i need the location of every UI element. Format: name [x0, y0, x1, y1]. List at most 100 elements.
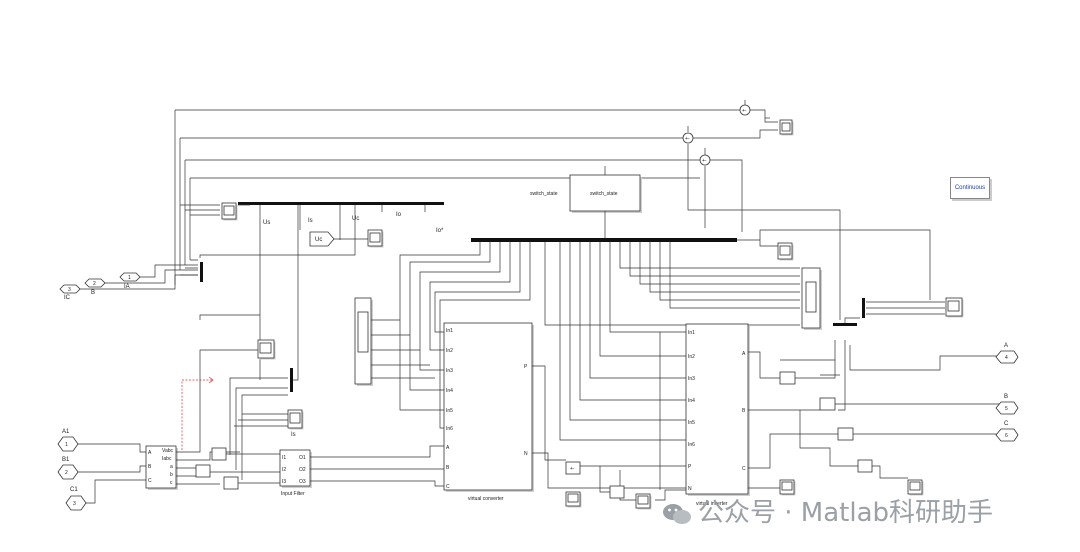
svg-text:P: P — [524, 364, 528, 370]
inport-ia[interactable]: 1 — [119, 272, 141, 282]
svg-text:In2: In2 — [446, 348, 453, 354]
mux-output-2 — [862, 298, 865, 318]
svg-text:O2: O2 — [299, 467, 306, 473]
svg-text:6: 6 — [1005, 433, 1008, 439]
svg-text:switch_state: switch_state — [530, 191, 558, 197]
dc-link-wiring — [532, 332, 686, 501]
virtual-converter-label: virtual converter — [468, 496, 504, 502]
switch-bus-fanout — [399, 242, 800, 441]
inport-c1[interactable]: 3 — [65, 495, 87, 511]
sum-block-2[interactable]: +- — [682, 132, 694, 144]
output-wiring — [748, 229, 1001, 479]
svg-text:Iabc: Iabc — [162, 456, 172, 462]
svg-text:Vabc: Vabc — [162, 448, 174, 454]
svg-text:N: N — [688, 486, 692, 492]
uc-goto-block[interactable]: Uc — [309, 231, 335, 247]
svg-text:a: a — [170, 464, 173, 470]
bus-label-io-ref: Io* — [436, 228, 444, 234]
out-meter-b[interactable] — [819, 397, 836, 411]
svg-text:+-: +- — [742, 108, 747, 114]
top-wiring — [174, 100, 841, 320]
svg-text:3: 3 — [73, 501, 76, 507]
svg-text:I3: I3 — [282, 479, 286, 485]
three-phase-measurement[interactable]: A B C Vabc Iabc a b c — [145, 445, 178, 490]
out-meter-d[interactable] — [857, 459, 873, 473]
out-meter-a[interactable] — [779, 371, 796, 385]
svg-text:+-: +- — [702, 158, 707, 164]
svg-text:O3: O3 — [299, 479, 306, 485]
scope-top-right[interactable] — [779, 119, 794, 136]
red-dashed-signal — [181, 379, 212, 450]
sum-block-1[interactable]: +- — [739, 104, 751, 116]
scope-uc[interactable] — [367, 229, 384, 248]
virtual-inverter-block[interactable]: In1 In2 In3 In4 In5 In6 P N A B C — [685, 323, 750, 496]
meter-small-3[interactable] — [223, 476, 239, 490]
svg-text:B: B — [91, 290, 95, 296]
switching-bus — [471, 238, 737, 242]
scope-output-right[interactable] — [945, 297, 964, 318]
outport-b[interactable]: 5 — [995, 401, 1019, 415]
switch-state-block[interactable]: switch_state — [569, 174, 642, 213]
inport-ic[interactable]: 3 — [59, 284, 81, 294]
svg-text:3: 3 — [68, 287, 71, 293]
inport-b1[interactable]: 2 — [57, 464, 79, 480]
scope-out-bottom[interactable] — [907, 479, 924, 496]
scope-dc-1[interactable] — [565, 491, 582, 508]
outport-c[interactable]: 6 — [995, 428, 1019, 442]
svg-text:c: c — [170, 480, 173, 486]
svg-text:IC: IC — [64, 295, 71, 301]
svg-text:Uc: Uc — [315, 237, 322, 243]
svg-text:O1: O1 — [299, 455, 306, 461]
svg-text:In5: In5 — [688, 420, 695, 426]
sum-block-3[interactable]: +- — [699, 154, 711, 166]
svg-text:In4: In4 — [688, 398, 695, 404]
dc-current-meter[interactable] — [609, 485, 625, 499]
scope-us[interactable] — [257, 339, 276, 360]
svg-text:In5: In5 — [446, 408, 453, 414]
mux-filter — [290, 368, 293, 392]
powergui-block[interactable]: Continuous — [950, 177, 990, 199]
inport-a1[interactable]: 1 — [57, 436, 79, 452]
scope-upper-left[interactable] — [221, 202, 238, 221]
svg-text:C: C — [446, 484, 450, 490]
watermark-text: 公众号 · Matlab科研助手 — [698, 498, 994, 528]
inport-b[interactable]: 2 — [84, 278, 106, 288]
svg-text:IA: IA — [124, 284, 130, 290]
input-filter-block[interactable]: I1 I2 I3 O1 O2 O3 — [279, 449, 312, 488]
scope-dc-2[interactable] — [635, 493, 652, 510]
scope-dc-3[interactable] — [779, 479, 796, 496]
svg-text:B1: B1 — [62, 457, 70, 463]
svg-text:+-: +- — [685, 136, 690, 142]
scope-switch-right[interactable] — [801, 267, 822, 330]
svg-text:N: N — [524, 451, 528, 457]
bus-label-io: Io — [396, 212, 402, 218]
out-meter-c[interactable] — [837, 427, 854, 441]
svg-text:switch_state: switch_state — [590, 191, 618, 197]
svg-text:I2: I2 — [282, 467, 286, 473]
svg-text:+-: +- — [570, 466, 575, 472]
scope-is[interactable] — [287, 409, 304, 430]
scope-converter-left[interactable] — [354, 297, 373, 386]
svg-text:5: 5 — [1005, 406, 1008, 412]
meter-small-2[interactable] — [195, 464, 211, 478]
svg-text:C: C — [742, 466, 746, 472]
meter-small-1[interactable] — [211, 447, 227, 461]
svg-text:In6: In6 — [446, 426, 453, 432]
powergui-label: Continuous — [954, 185, 986, 191]
bus-label-uc: Uc — [352, 216, 359, 222]
svg-text:b: b — [170, 472, 173, 478]
svg-text:A: A — [148, 450, 152, 456]
svg-text:In4: In4 — [446, 388, 453, 394]
svg-text:B: B — [742, 408, 746, 414]
svg-text:2: 2 — [65, 470, 68, 476]
mux-left — [200, 262, 203, 282]
scope-switching[interactable] — [777, 242, 794, 261]
outport-a[interactable]: 4 — [995, 350, 1019, 364]
svg-text:I1: I1 — [282, 455, 286, 461]
dc-voltage-meter[interactable]: +- — [565, 461, 581, 475]
svg-text:In2: In2 — [688, 354, 695, 360]
svg-text:In3: In3 — [446, 368, 453, 374]
virtual-converter-block[interactable]: In1 In2 In3 In4 In5 In6 A B C P N — [443, 322, 534, 492]
svg-text:A: A — [446, 445, 450, 451]
